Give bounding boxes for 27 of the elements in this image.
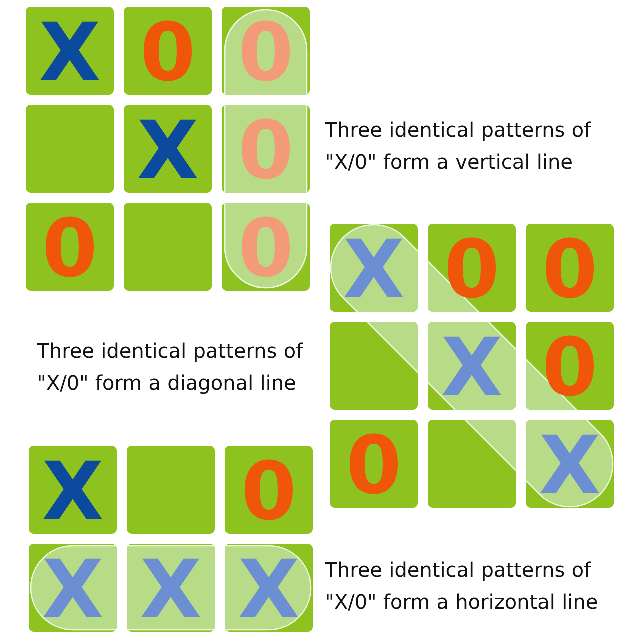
game-tile: 0 (124, 7, 212, 95)
game-tile: 0 (428, 224, 516, 312)
game-tile: X (225, 544, 313, 632)
game-tile: X (330, 224, 418, 312)
caption: Three identical patterns of "X/0" form a horizontal line (325, 562, 598, 611)
game-tile: X (29, 446, 117, 534)
game-tile (330, 322, 418, 410)
game-tile: 0 (26, 203, 114, 291)
game-tile: 0 (222, 7, 310, 95)
caption: Three identical patterns of "X/0" form a vertical line (325, 122, 592, 171)
game-tile: 0 (222, 203, 310, 291)
game-tile: X (428, 322, 516, 410)
game-tile: 0 (222, 105, 310, 193)
game-tile: 0 (526, 224, 614, 312)
game-tile (124, 203, 212, 291)
game-tile: X (124, 105, 212, 193)
game-tile: X (526, 420, 614, 508)
game-tile: 0 (526, 322, 614, 410)
game-tile: 0 (330, 420, 418, 508)
game-tile (127, 446, 215, 534)
game-tile: X (26, 7, 114, 95)
caption: Three identical patterns of "X/0" form a diagonal line (37, 342, 304, 394)
game-tile: 0 (225, 446, 313, 534)
game-tile (26, 105, 114, 193)
game-tile (428, 420, 516, 508)
game-tile: X (127, 544, 215, 632)
game-tile: X (29, 544, 117, 632)
